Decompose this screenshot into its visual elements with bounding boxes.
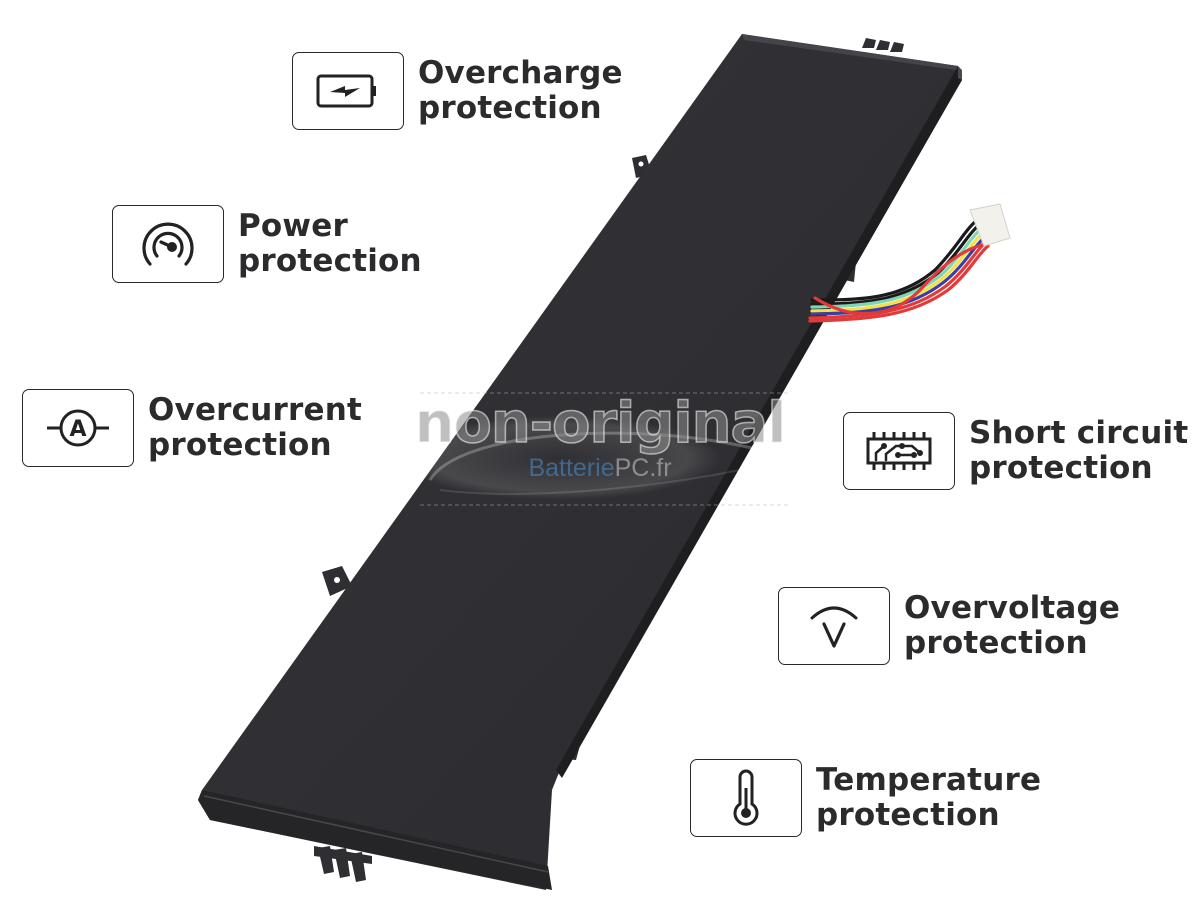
feature-short-circuit: Short circuit protection bbox=[843, 412, 1188, 490]
feature-label: Overcurrent protection bbox=[148, 392, 363, 463]
cable-connector bbox=[969, 203, 1011, 247]
feature-label: Temperature protection bbox=[816, 762, 1042, 833]
battery-cable bbox=[808, 220, 990, 323]
battery-bolt-icon bbox=[316, 74, 376, 108]
icon-box: A bbox=[22, 389, 134, 467]
feature-label: Power protection bbox=[238, 208, 422, 279]
feature-temperature: Temperature protection bbox=[690, 759, 1041, 837]
voltmeter-icon bbox=[810, 606, 858, 648]
thermometer-icon bbox=[733, 769, 759, 826]
icon-box bbox=[843, 412, 955, 490]
icon-box bbox=[690, 759, 802, 837]
feature-label: Overcharge protection bbox=[418, 55, 623, 126]
icon-box bbox=[778, 587, 890, 665]
feature-power: Power protection bbox=[112, 205, 422, 283]
feature-overcurrent: A Overcurrent protection bbox=[22, 389, 362, 467]
circuit-chip-icon bbox=[866, 432, 932, 470]
feature-overvoltage: Overvoltage protection bbox=[778, 587, 1120, 665]
feature-label: Overvoltage protection bbox=[904, 590, 1121, 661]
icon-box bbox=[292, 52, 404, 130]
icon-box bbox=[112, 205, 224, 283]
gauge-icon bbox=[142, 222, 194, 266]
feature-overcharge: Overcharge protection bbox=[292, 52, 623, 130]
ammeter-icon: A bbox=[47, 409, 109, 447]
svg-text:A: A bbox=[69, 417, 86, 442]
feature-label: Short circuit protection bbox=[969, 415, 1189, 486]
